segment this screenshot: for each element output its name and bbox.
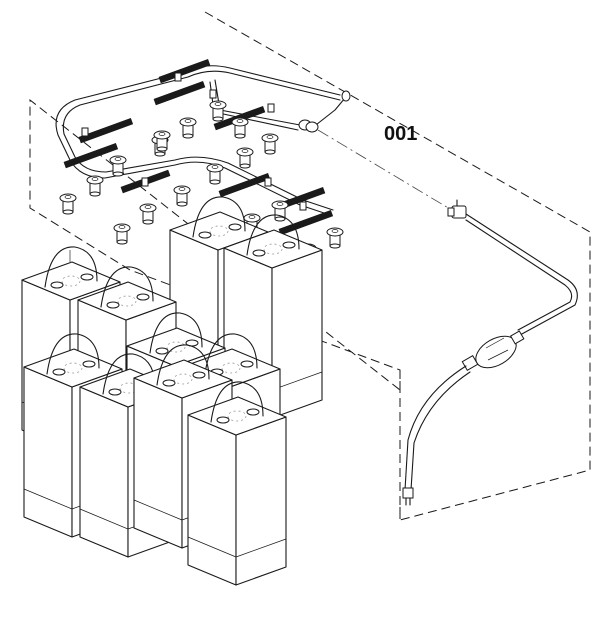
valve-rail — [153, 81, 206, 106]
bulb-pump — [461, 330, 525, 372]
valve-rail — [63, 142, 119, 169]
float-valve — [173, 185, 191, 207]
float-valve — [231, 117, 249, 139]
float-valve — [86, 175, 104, 197]
valve-rail — [278, 209, 334, 236]
float-valve — [139, 203, 157, 225]
float-valve — [209, 100, 227, 122]
valve-rail — [218, 173, 271, 198]
valve-rail — [78, 117, 134, 144]
float-valve — [261, 133, 279, 155]
float-valve — [59, 193, 77, 215]
float-valve — [326, 227, 344, 249]
tube-fittings — [81, 72, 307, 211]
battery — [187, 381, 287, 586]
float-valve — [206, 163, 224, 185]
alignment-leader-hose — [317, 129, 456, 213]
float-valve — [109, 155, 127, 177]
float-valve — [236, 147, 254, 169]
valve-rail — [158, 59, 211, 84]
float-valve — [179, 117, 197, 139]
battery-bank — [21, 196, 323, 586]
quick-coupler — [447, 199, 467, 219]
tube-connector — [298, 90, 351, 133]
part-number-callout: 001 — [384, 123, 417, 145]
float-valve — [113, 223, 131, 245]
float-valve — [153, 130, 171, 152]
fill-hose-assembly — [402, 199, 578, 506]
valve-rails — [63, 59, 334, 236]
hose-dip-end — [402, 487, 414, 506]
float-valve — [271, 200, 289, 222]
